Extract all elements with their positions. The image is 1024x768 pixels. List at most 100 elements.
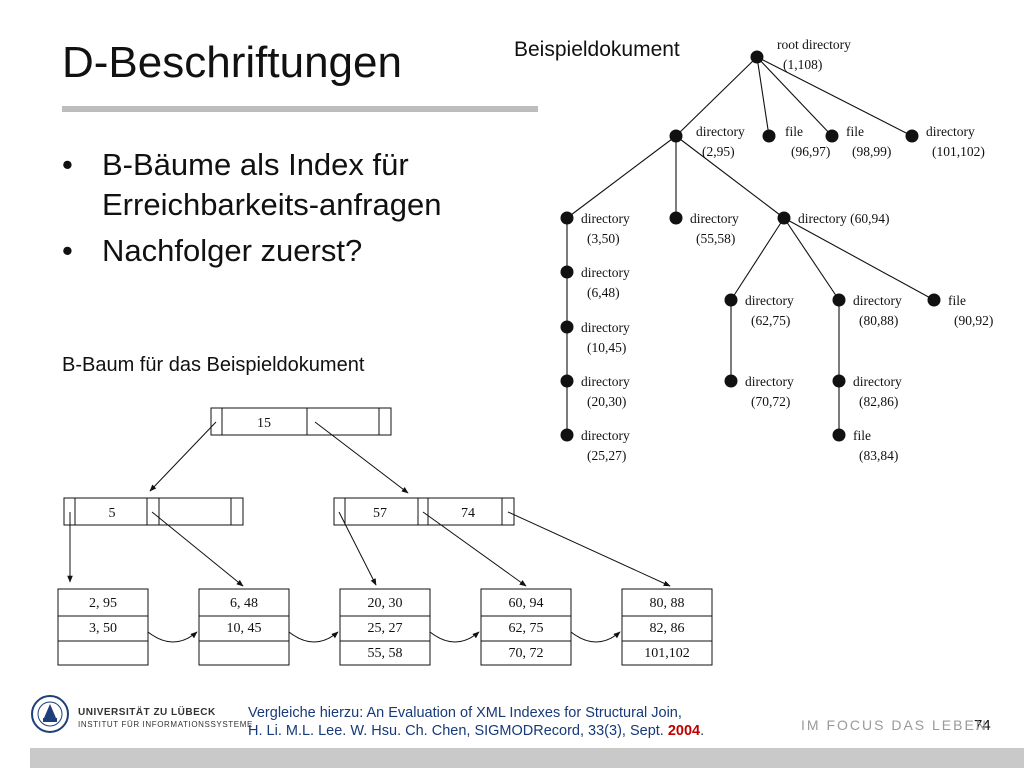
tree-node-label: (25,27) (587, 448, 626, 463)
tree-node-dot (560, 320, 574, 334)
tree-node-label: directory (745, 293, 794, 308)
tree-node-dot (825, 129, 839, 143)
tree-node-dot (832, 374, 846, 388)
tree-node: directory(6,48) (560, 265, 630, 300)
sibling-link-arrow (570, 631, 621, 643)
footer-bar (30, 748, 1024, 768)
tree-node-label: (10,45) (587, 340, 626, 355)
sibling-link-arrow (288, 631, 339, 643)
tree-node: directory(2,95) (669, 124, 745, 159)
tree-node-dot (927, 293, 941, 307)
tree-node-label: (98,99) (852, 144, 891, 159)
btree-inner-node-right: 57 74 (333, 497, 515, 526)
tree-node: directory(80,88) (832, 293, 902, 328)
tree-node-label: (20,30) (587, 394, 626, 409)
btree-leaf-box (480, 588, 572, 666)
tree-node-dot (832, 293, 846, 307)
tree-node-label: directory (690, 211, 739, 226)
tree-node: directory(3,50) (560, 211, 630, 246)
pointer-arrow (507, 511, 671, 587)
document-tree-edges (566, 56, 935, 435)
tree-node-label: (62,75) (751, 313, 790, 328)
btree-root-node: 15 (210, 407, 392, 436)
btree-leaf-entry: 2, 95 (89, 596, 117, 611)
tree-node: directory (101,102) (905, 124, 985, 159)
tree-node-label: (101,102) (932, 144, 985, 159)
tree-node-dot (724, 374, 738, 388)
tree-node-label: directory (581, 428, 630, 443)
btree-node-box (333, 497, 515, 526)
tree-node-label: root directory (777, 37, 851, 52)
bullet-list: • B-Bäume als Index für Erreichbarkeits-a… (62, 145, 442, 277)
btree-leaf-node: 6, 48 10, 45 (198, 588, 290, 666)
tree-node-label: file (846, 124, 864, 139)
btree-node-box (63, 497, 244, 526)
tree-node-label: (83,84) (859, 448, 898, 463)
tree-edge (783, 217, 935, 301)
tree-node: file (90,92) (927, 293, 993, 328)
tree-node-label: file (785, 124, 803, 139)
tree-edge (783, 217, 840, 301)
tree-node: root directory (1,108) (750, 37, 851, 72)
tree-node-label: (1,108) (783, 57, 822, 72)
tree-edge (756, 56, 833, 137)
btree-key: 57 (373, 506, 387, 521)
tree-node-label: directory (853, 374, 902, 389)
btree-caption: B-Baum für das Beispieldokument (62, 354, 365, 376)
btree-leaf-box (198, 588, 290, 666)
btree-leaf-entry: 55, 58 (368, 646, 403, 661)
tree-node-label: directory (926, 124, 975, 139)
bullet-item: • B-Bäume als Index für Erreichbarkeits-a… (62, 145, 442, 225)
tree-edge (756, 56, 770, 137)
tree-node-label: file (948, 293, 966, 308)
university-seal-icon (31, 695, 69, 733)
btree-leaf-entry: 6, 48 (230, 596, 258, 611)
tree-node: directory (60,94) (777, 211, 889, 226)
bullet-item: •Nachfolger zuerst? (62, 231, 442, 271)
tree-node-dot (669, 129, 683, 143)
tree-node-dot (905, 129, 919, 143)
tree-node-dot (762, 129, 776, 143)
reference-note: Vergleiche hierzu: An Evaluation of XML … (248, 704, 704, 740)
btree-leaf-box (57, 588, 149, 666)
btree-leaf-box (621, 588, 713, 666)
btree-leaf-entry: 10, 45 (227, 621, 262, 636)
tree-node-label: directory (60,94) (798, 211, 889, 226)
btree-leaf-entry: 101,102 (644, 646, 690, 661)
pointer-arrow (149, 421, 217, 492)
bullet-text: Nachfolger zuerst? (102, 233, 363, 268)
tree-node-label: (90,92) (954, 313, 993, 328)
tree-node-dot (560, 211, 574, 225)
btree-leaf-entry: 60, 94 (509, 596, 544, 611)
tree-edge (566, 135, 677, 219)
btree-leaf-entry: 70, 72 (509, 646, 544, 661)
btree-leaf-entry: 20, 30 (368, 596, 403, 611)
tree-node-dot (560, 374, 574, 388)
btree-leaf-entry: 80, 88 (650, 596, 685, 611)
sibling-link-arrow (429, 631, 480, 643)
institute-name: INSTITUT FÜR INFORMATIONSSYSTEME (78, 720, 253, 729)
tree-node-label: (82,86) (859, 394, 898, 409)
tree-node: directory(55,58) (669, 211, 739, 246)
bullet-text: B-Bäume als Index für Erreichbarkeits-an… (102, 147, 442, 222)
tree-node-label: directory (581, 265, 630, 280)
reference-line-1: Vergleiche hierzu: An Evaluation of XML … (248, 705, 682, 721)
btree-key: 74 (461, 506, 475, 521)
tree-node-dot (750, 50, 764, 64)
btree-inner-node-left: 5 (63, 497, 244, 526)
tree-node: directory (62,75) (724, 293, 794, 328)
university-motto: IM FOCUS DAS LEBEN (801, 717, 988, 733)
btree-node-box (210, 407, 392, 436)
tree-edge (730, 217, 785, 301)
tree-node-label: directory (581, 374, 630, 389)
bullet-marker: • (62, 147, 73, 182)
tree-node-dot (560, 265, 574, 279)
reference-line-2: H. Li. M.L. Lee. W. Hsu. Ch. Chen, SIGMO… (248, 722, 704, 740)
tree-node-label: directory (581, 211, 630, 226)
tree-edge (675, 135, 785, 219)
reference-end: . (700, 723, 705, 739)
tree-node: directory(10,45) (560, 320, 630, 355)
